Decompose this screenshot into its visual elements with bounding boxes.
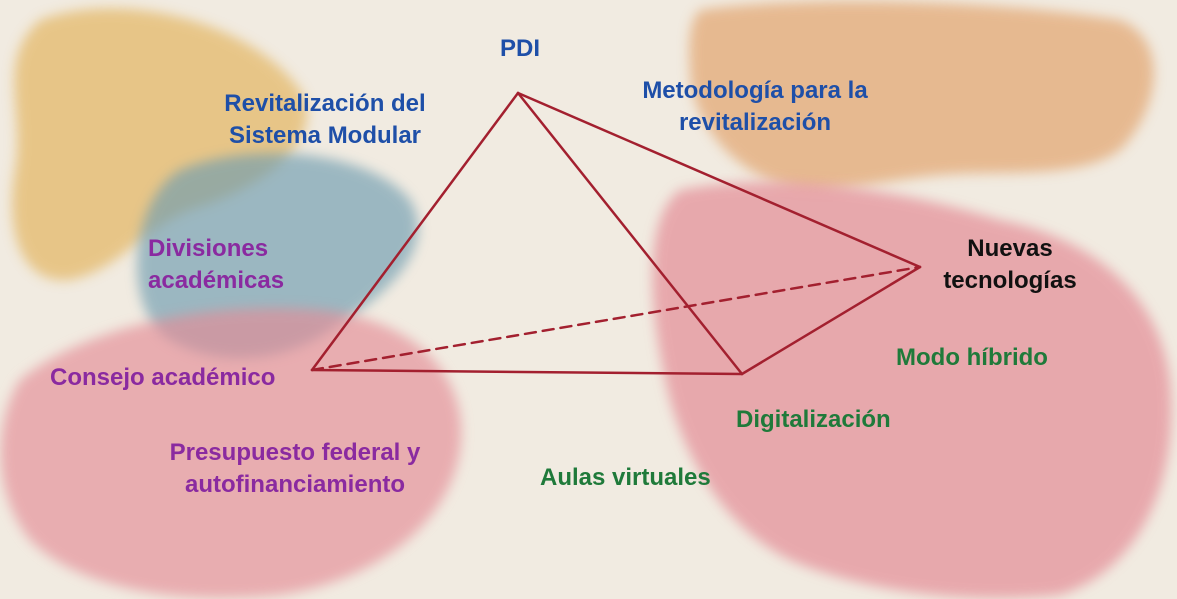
metodologia-line-1: Metodología para la: [642, 77, 868, 104]
node-nuevas-tecnologias: Nuevas tecnologías: [925, 233, 1095, 297]
pink-watercolor-blob-left: [0, 308, 462, 598]
pink-watercolor-blob-right: [652, 181, 1172, 599]
node-consejo: Consejo académico: [50, 362, 275, 394]
presupuesto-line-1: Presupuesto federal y: [169, 439, 421, 466]
label-modo-hibrido: Modo híbrido: [896, 342, 1048, 374]
edge-consejo-academico-to-digitalizacion: [310, 368, 744, 376]
blue-watercolor-blob: [137, 153, 419, 359]
yellow-watercolor-blob: [12, 8, 308, 281]
presupuesto-line-2: autofinanciamiento: [184, 471, 406, 498]
modo-hibrido-label: Modo híbrido: [896, 344, 1048, 371]
label-metodologia: Metodología para la revitalización: [600, 75, 910, 139]
edge-pdi-to-digitalizacion: [516, 91, 744, 376]
edge-pdi-to-nuevas-tecnologias: [516, 91, 922, 269]
label-divisiones: Divisiones académicas: [148, 233, 348, 297]
divisiones-line-1: Divisiones: [148, 235, 269, 262]
edge-consejo-academico-to-nuevas-tecnologias: [310, 265, 922, 372]
aulas-virtuales-label: Aulas virtuales: [540, 464, 711, 491]
node-pdi-label: PDI: [499, 35, 540, 62]
node-consejo-label: Consejo académico: [50, 364, 276, 391]
orange-watercolor-blob: [689, 1, 1154, 189]
node-digitalizacion-label: Digitalización: [736, 406, 891, 433]
nuevas-tecnologias-line-2: tecnologías: [943, 267, 1077, 294]
node-pdi: PDI: [470, 33, 570, 65]
nuevas-tecnologias-line-1: Nuevas: [967, 235, 1053, 262]
edge-digitalizacion-to-nuevas-tecnologias: [740, 265, 922, 376]
divisiones-line-2: académicas: [148, 267, 285, 294]
label-aulas-virtuales: Aulas virtuales: [540, 462, 711, 494]
revitalizacion-line-1: Revitalización del: [224, 90, 426, 117]
node-digitalizacion: Digitalización: [736, 404, 891, 436]
metodologia-line-2: revitalización: [678, 109, 832, 136]
revitalizacion-line-2: Sistema Modular: [228, 122, 422, 149]
edge-pdi-to-consejo-academico: [310, 91, 520, 372]
label-presupuesto: Presupuesto federal y autofinanciamiento: [130, 437, 460, 501]
label-revitalizacion: Revitalización del Sistema Modular: [180, 88, 470, 152]
